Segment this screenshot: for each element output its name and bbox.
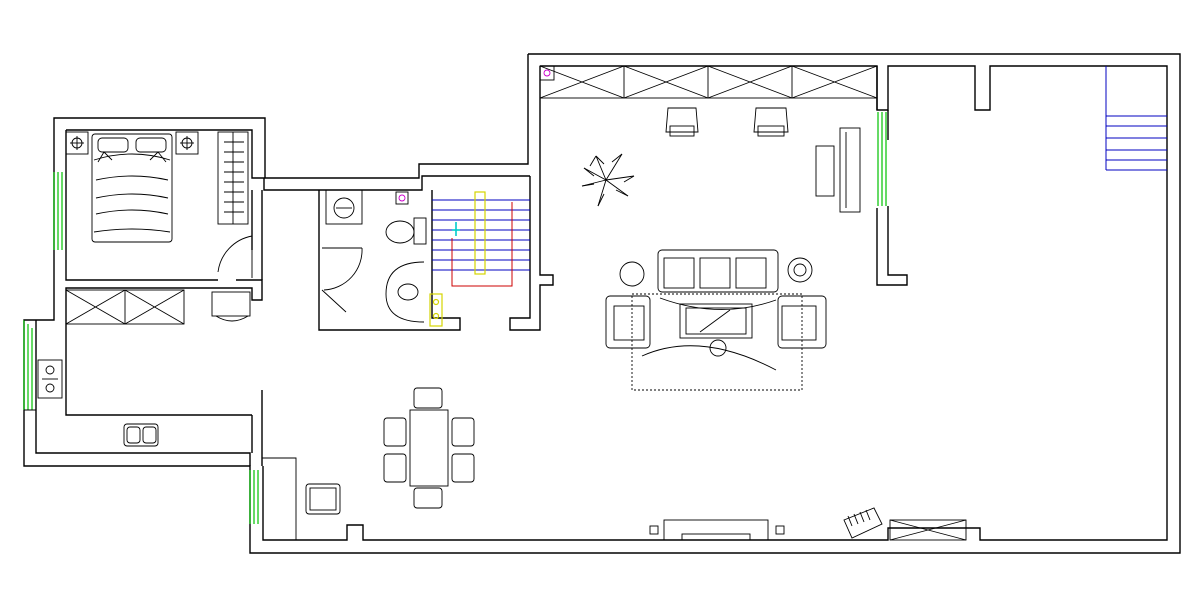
nightstand-lamp-icon: [65, 131, 199, 155]
windows: [23, 112, 887, 524]
toilet-icon: [385, 217, 427, 245]
sofa-set-icon: [605, 249, 827, 391]
piano-icon: [815, 127, 861, 213]
door-swing-icon: [217, 235, 253, 278]
double-bed-icon: [91, 133, 173, 243]
basin-icon: [385, 261, 425, 323]
wardrobe-icon: [217, 131, 249, 225]
washing-machine-icon: [325, 189, 363, 225]
walls: [23, 53, 1181, 554]
door-swing-icon: [321, 247, 363, 313]
stair-marker: [452, 222, 460, 236]
armchair-icon: [305, 483, 341, 515]
dining-table-icon: [409, 409, 449, 487]
stair-arrow: [451, 202, 513, 287]
fridge-icon: [211, 291, 251, 322]
kitchen-cabinet-icon: [65, 289, 185, 325]
potted-plant-icon: [581, 153, 635, 207]
double-sink-icon: [123, 423, 159, 447]
armchair-icon: [665, 107, 789, 137]
cabinet-icon: [889, 519, 967, 541]
staircase-icon: [1105, 66, 1167, 171]
radiator-icon: [539, 65, 878, 99]
coffee-table-icon: [679, 303, 753, 357]
staircase-icon: [432, 199, 530, 271]
stair-handrail: [429, 191, 486, 327]
dining-chair-icon: [383, 387, 475, 509]
tv-cabinet-icon: [649, 519, 785, 541]
stove-icon: [37, 359, 63, 399]
heater-icon: [843, 507, 883, 539]
